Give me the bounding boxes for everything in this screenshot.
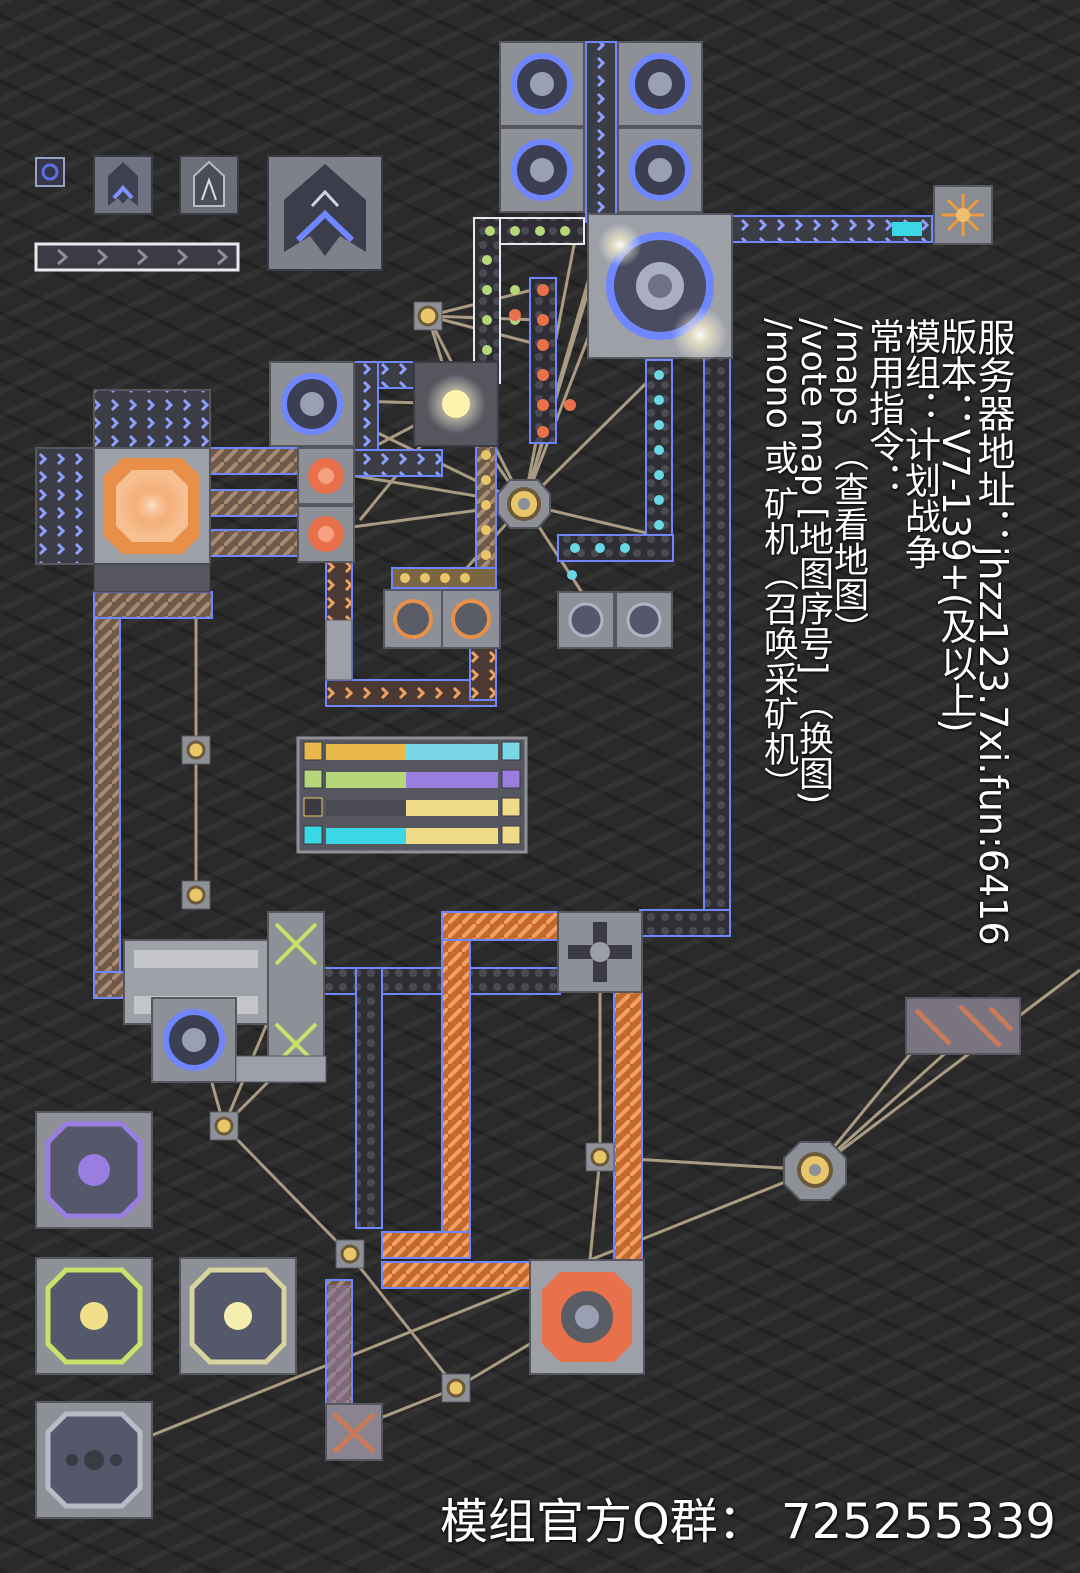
sorter-block	[267, 911, 325, 1083]
cmd-maps-text: /maps （查看地图）	[828, 318, 868, 647]
left-core-area	[35, 389, 211, 593]
power-generator-block	[499, 127, 585, 213]
mod-text: 模组：计划战争	[899, 318, 940, 570]
server-info-panel: 服务器地址：jhzz123.7xi.fun:6416 版本：V7-139+(及以…	[758, 318, 1015, 946]
turret-gold-icon	[179, 1257, 297, 1375]
cmd-mono-text: /mono 或 矿机（召唤采矿机）	[758, 318, 798, 802]
core-foundation-icon	[93, 155, 153, 215]
router-block	[557, 911, 643, 993]
scrap-block	[325, 1403, 383, 1461]
core-nucleus-icon	[179, 155, 239, 215]
core-cluster-top	[499, 41, 993, 363]
power-source-block	[413, 361, 499, 447]
laser-node	[413, 301, 443, 331]
bottom-blocks	[123, 911, 1021, 1461]
power-node-icon	[181, 880, 211, 910]
power-generator-block	[499, 41, 585, 127]
core-acropolis-icon	[267, 155, 383, 271]
turret-legend	[35, 1111, 297, 1519]
core-foundation-block	[93, 447, 211, 565]
legend-icons	[34, 155, 383, 272]
power-node-icon	[335, 1239, 365, 1269]
power-node-icon	[585, 1142, 615, 1172]
sorter-array	[296, 736, 528, 854]
conveyor-network	[93, 41, 933, 1411]
separator-block	[151, 997, 237, 1083]
turret-purple-icon	[35, 1111, 153, 1229]
compressor-block	[383, 589, 443, 649]
server-address-text: 服务器地址：jhzz123.7xi.fun:6416	[971, 318, 1015, 946]
smelter-block	[297, 447, 355, 505]
junction-block	[933, 185, 993, 245]
cmd-vote-text: /vote map [地图序号] （换图)	[793, 318, 833, 805]
power-node-icon	[441, 1373, 471, 1403]
battery-node-large	[497, 479, 551, 529]
core-shard-small-icon	[35, 157, 65, 187]
turret-gray-icon	[35, 1401, 153, 1519]
conveyor-legend-icon	[34, 242, 240, 272]
smelter-block	[297, 505, 355, 563]
turret-lime-icon	[35, 1257, 153, 1375]
processing-area	[269, 301, 673, 681]
thermal-block	[529, 1259, 645, 1375]
commands-title-text: 常用指令：	[863, 318, 904, 498]
power-nodes	[181, 735, 847, 1403]
qq-group-text: 模组官方Q群： 725255339	[440, 1494, 1056, 1550]
power-node-icon	[209, 1111, 239, 1141]
power-generator-block	[617, 127, 703, 213]
power-node-icon	[181, 735, 211, 765]
laser-node-large-icon	[783, 1141, 847, 1201]
compressor-block	[441, 589, 501, 649]
cultivator-block	[557, 591, 615, 649]
scrap-wall-block	[905, 997, 1021, 1055]
power-generator-block	[617, 41, 703, 127]
separator-block	[269, 361, 355, 447]
version-text: 版本：V7-139+(及以上)	[934, 318, 977, 733]
cultivator-block	[615, 591, 673, 649]
